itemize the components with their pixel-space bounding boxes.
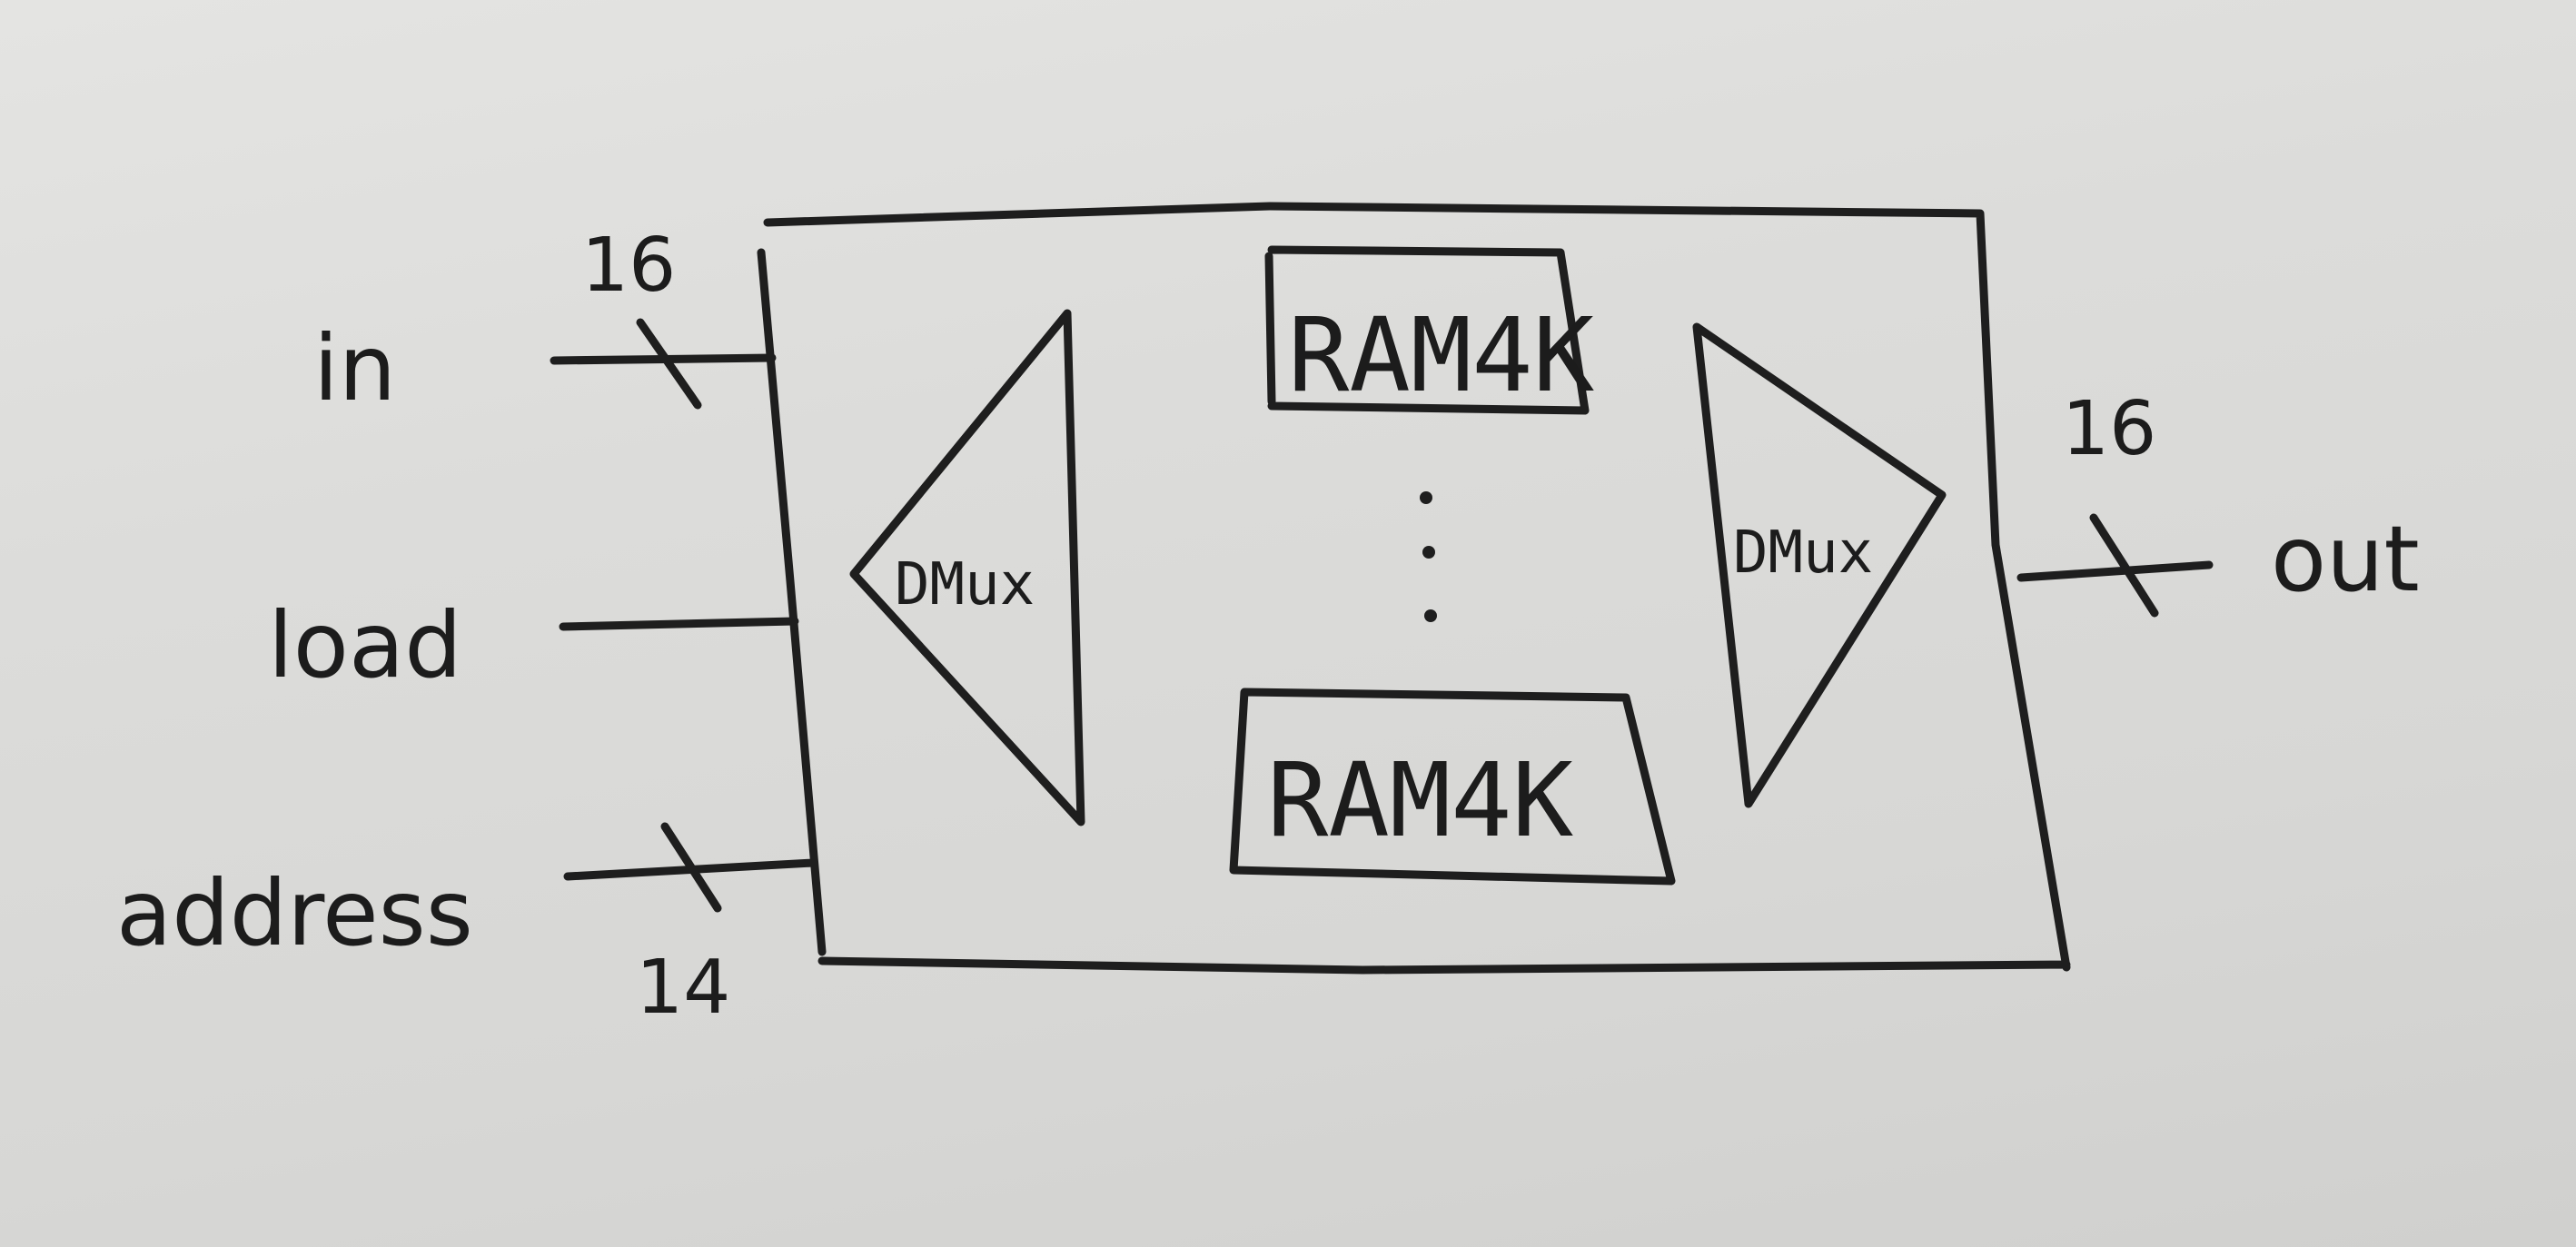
out-wire <box>2016 560 2214 582</box>
mux-label: DMux <box>1733 520 1873 587</box>
in-bus-slash <box>636 318 702 410</box>
ram-bottom-label: RAM4K <box>1267 742 1573 860</box>
out-width-label: 16 <box>2062 386 2156 472</box>
address-label: address <box>116 860 473 966</box>
ellipsis-dot-3 <box>1424 609 1437 622</box>
demux-label: DMux <box>895 551 1035 619</box>
ellipsis-dot-2 <box>1422 546 1435 559</box>
out-label: out <box>2271 506 2420 612</box>
demux-triangle <box>849 309 1085 826</box>
ellipsis-dot-1 <box>1420 491 1432 504</box>
ram-top-box <box>1264 245 1590 415</box>
ram-bottom-box <box>1229 688 1676 886</box>
mux-triangle <box>1692 322 1947 808</box>
out-bus-slash <box>2089 513 2159 618</box>
address-width-label: 14 <box>636 945 730 1031</box>
load-label: load <box>268 592 462 698</box>
address-bus-slash <box>660 822 722 913</box>
chip-box <box>757 202 2071 975</box>
in-label: in <box>313 315 396 421</box>
ram-top-label: RAM4K <box>1288 297 1594 415</box>
in-width-label: 16 <box>581 223 676 309</box>
load-wire <box>559 617 799 631</box>
